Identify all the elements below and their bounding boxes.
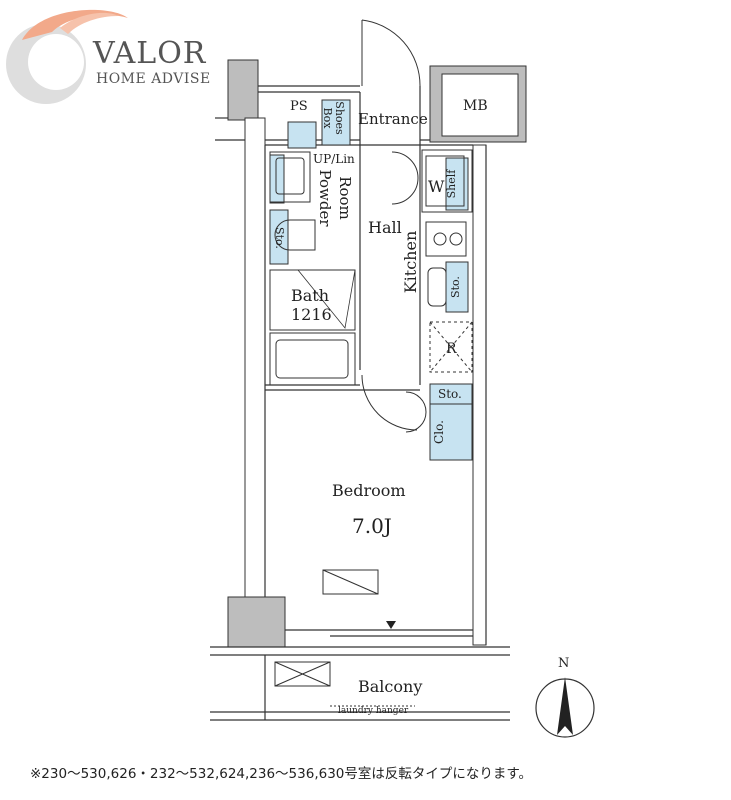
shelf-storage (445, 157, 469, 211)
valor-logo-icon (6, 9, 128, 104)
label-bedroom-size: 7.0J (352, 514, 392, 538)
window-marker-icon (386, 621, 396, 629)
label-laundry-hanger: laundry hanger (338, 706, 409, 716)
label-sto-bedroom: Sto. (438, 387, 462, 401)
label-entrance: Entrance (358, 110, 428, 128)
label-balcony: Balcony (358, 677, 422, 696)
label-shoes-box-2: Box (321, 108, 334, 130)
label-sto-powder: Sto. (273, 227, 286, 249)
label-w: W (428, 177, 445, 196)
up-lin-storage (287, 121, 317, 149)
label-ps: PS (290, 99, 308, 114)
label-bath: Bath (291, 286, 329, 305)
fridge-space (429, 321, 473, 373)
meter-box (429, 65, 527, 143)
bathtub (269, 332, 356, 386)
label-powder: Powder (316, 169, 334, 227)
closet (429, 403, 473, 461)
balcony-fixture (274, 661, 331, 687)
stove-icon (425, 221, 467, 257)
structural-column-bottom (227, 596, 286, 648)
vanity (269, 151, 311, 203)
sink-icon (427, 267, 447, 307)
fixtures (269, 149, 473, 707)
label-hall: Hall (368, 218, 402, 237)
storage-areas (269, 99, 473, 461)
label-bedroom: Bedroom (332, 481, 406, 500)
compass-north-label: N (558, 656, 569, 671)
toilet-icon (274, 219, 316, 251)
logo-subtitle: HOME ADVISE (96, 71, 211, 87)
shoes-box (321, 99, 351, 146)
label-mb: MB (463, 98, 488, 114)
label-r: R (446, 341, 457, 357)
label-sto-kitchen: Sto. (449, 276, 462, 298)
label-shoes-box-1: Shoes (333, 101, 346, 135)
structural-column-top (227, 59, 259, 121)
compass-icon: N (535, 656, 595, 738)
east-wall (472, 144, 487, 646)
washer-box (421, 149, 473, 213)
interior-doors (297, 151, 427, 433)
label-kitchen: Kitchen (401, 231, 420, 294)
powder-storage (269, 209, 289, 265)
label-up-lin: UP/Lin (313, 152, 355, 166)
logo-brand: VALOR (93, 36, 207, 71)
reversal-footnote: ※230～530,626・232～532,624,236～536,630号室は反… (30, 766, 533, 782)
label-shelf: Shelf (445, 169, 458, 199)
label-bath-size: 1216 (291, 305, 332, 324)
bedroom-fixture (322, 569, 379, 595)
label-clo: Clo. (432, 420, 446, 444)
west-wall (244, 117, 266, 599)
label-room: Room (336, 176, 354, 220)
entrance-door (361, 19, 421, 87)
exterior-walls (227, 59, 487, 648)
